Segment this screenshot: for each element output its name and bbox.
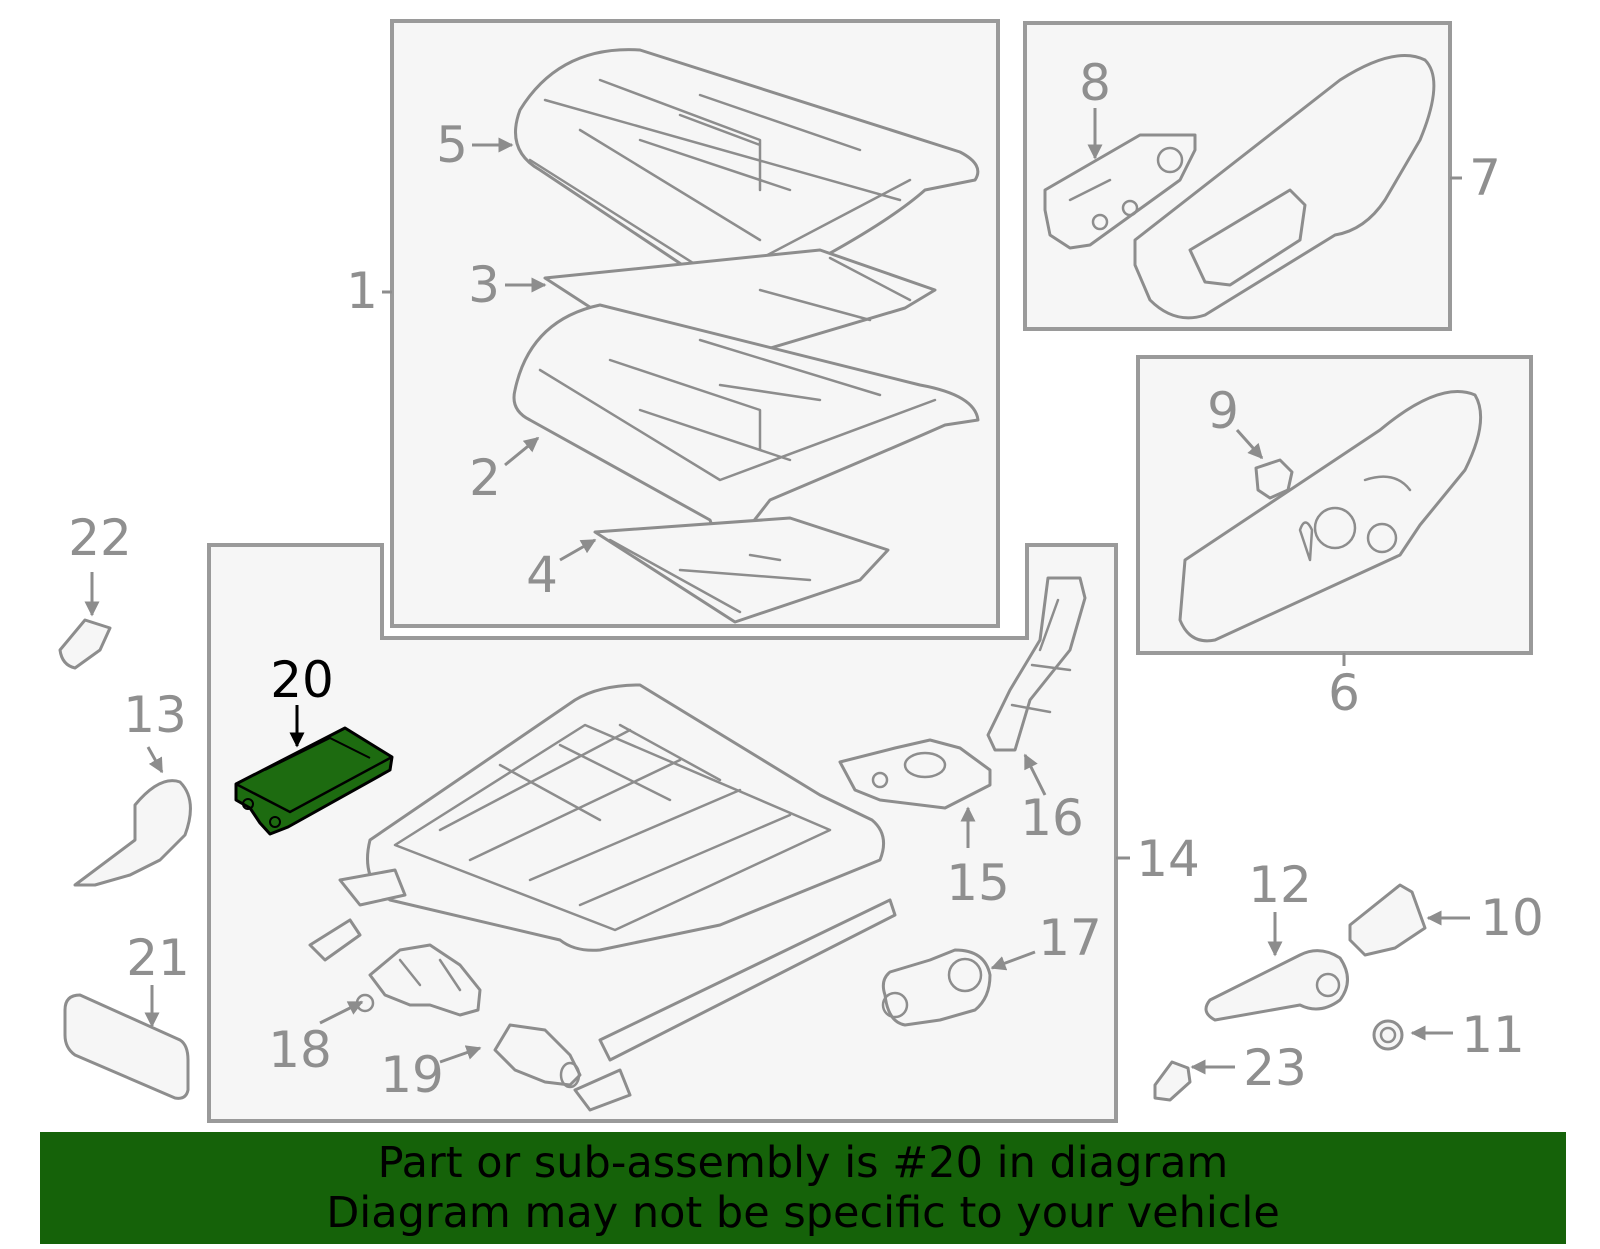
- callout-22: 22: [68, 509, 132, 567]
- callout-20: 20: [270, 651, 334, 709]
- part-12-handle: [1204, 949, 1349, 1022]
- callout-7: 7: [1469, 149, 1501, 207]
- callout-3: 3: [468, 256, 500, 314]
- part-8-switch: [1043, 133, 1197, 250]
- callout-9: 9: [1207, 382, 1239, 440]
- part-11-clip-ring: [1372, 1019, 1404, 1051]
- part-18-motor: [355, 943, 482, 1017]
- callout-5: 5: [436, 116, 468, 174]
- part-23-clip: [1153, 1060, 1192, 1102]
- callout-23: 23: [1243, 1039, 1307, 1097]
- callout-10: 10: [1480, 889, 1544, 947]
- callout-4: 4: [526, 546, 558, 604]
- callout-2: 2: [469, 449, 501, 507]
- callout-15: 15: [946, 854, 1010, 912]
- part-16-link: [986, 576, 1087, 752]
- part-5-cushion-cover: [514, 48, 980, 303]
- part-22-clip: [58, 618, 112, 670]
- part-2-cushion-pad: [512, 303, 980, 548]
- callout-12: 12: [1248, 856, 1312, 914]
- notice-banner: Part or sub-assembly is #20 in diagram D…: [40, 1132, 1566, 1244]
- callout-13: 13: [123, 686, 187, 744]
- callout-16: 16: [1020, 789, 1084, 847]
- callout-11: 11: [1461, 1006, 1525, 1064]
- callout-1: 1: [346, 262, 378, 320]
- part-10-cover: [1348, 883, 1427, 957]
- part-21-cover: [63, 993, 190, 1100]
- banner-line-part: Part or sub-assembly is #20 in diagram: [377, 1138, 1229, 1188]
- part-14-seat-frame: [308, 683, 897, 1112]
- callout-19: 19: [380, 1046, 444, 1104]
- banner-line-disclaimer: Diagram may not be specific to your vehi…: [326, 1188, 1280, 1238]
- part-6-inner-shield: [1178, 390, 1483, 643]
- part-19-motor: [493, 1023, 582, 1089]
- part-17-motor: [881, 948, 992, 1027]
- part-4-pan: [593, 516, 890, 624]
- callout-14: 14: [1136, 830, 1200, 888]
- part-20-module: [234, 726, 394, 836]
- callout-8: 8: [1079, 54, 1111, 112]
- part-15-bracket: [838, 738, 992, 810]
- part-7-side-shield: [1133, 54, 1436, 320]
- callout-6: 6: [1328, 664, 1360, 722]
- callout-18: 18: [268, 1021, 332, 1079]
- callout-21: 21: [126, 929, 190, 987]
- part-13-cover: [73, 779, 192, 887]
- callout-17: 17: [1038, 909, 1102, 967]
